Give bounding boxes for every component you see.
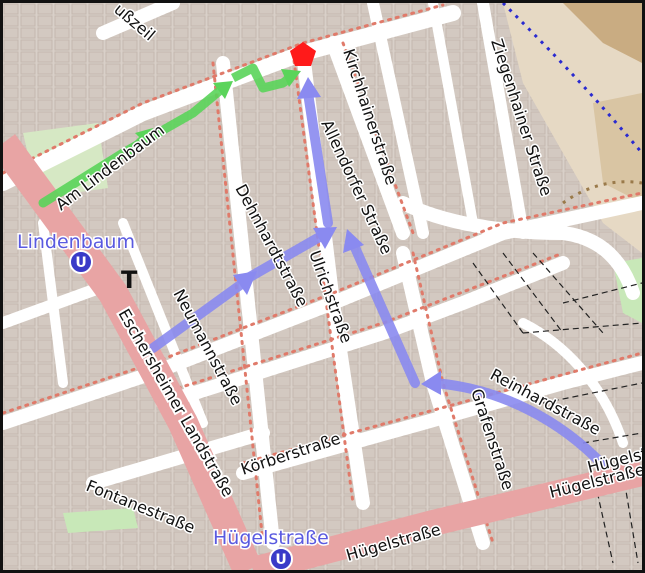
ubahn-icon-huegelstrasse[interactable]: U [269,547,293,570]
route-green [38,63,301,208]
main-roads [3,134,642,570]
landuse-area-tan [593,93,642,203]
station-label-huegelstrasse: Hügelstraße [213,527,329,549]
ubahn-icon-lindenbaum[interactable]: U [69,250,93,274]
park-area-bottom [63,508,138,533]
boundary-line [501,3,642,154]
route-blue [148,77,608,470]
ubahn-symbol: U [275,552,286,568]
path-line [562,180,642,205]
map-canvas[interactable]: U U T Lindenbaum Hügelstraße Am Lindenba… [3,3,642,570]
station-label-lindenbaum: Lindenbaum [17,231,135,253]
landuse-area [503,3,642,253]
destination-marker-icon[interactable] [290,42,316,66]
ubahn-symbol: U [75,255,86,271]
landuse-area-dark [563,3,642,63]
tram-stop-icon[interactable]: T [121,266,138,294]
